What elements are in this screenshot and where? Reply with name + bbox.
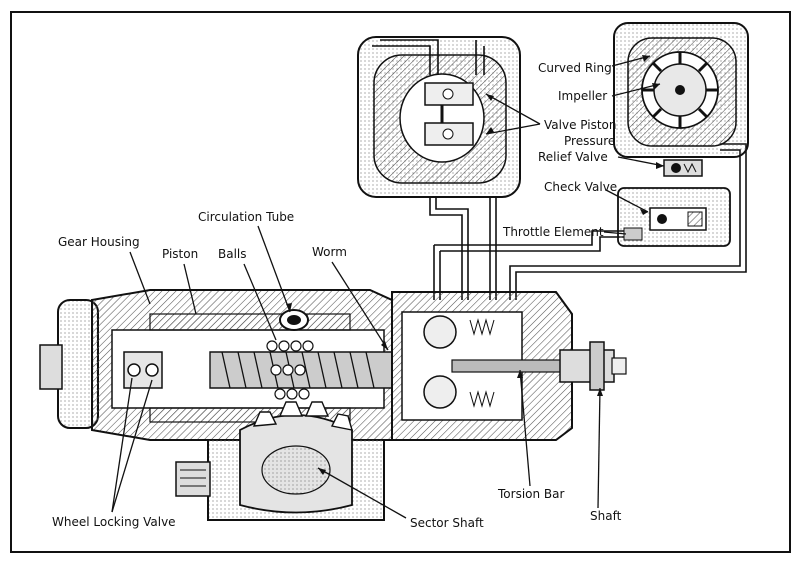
relief-valve bbox=[663, 159, 703, 177]
label-worm: Worm bbox=[312, 245, 347, 259]
throttle-element bbox=[623, 227, 643, 241]
label-check-valve: Check Valve bbox=[544, 180, 617, 194]
label-wheel-locking-valve: Wheel Locking Valve bbox=[52, 515, 176, 529]
check-valve-block bbox=[617, 187, 731, 247]
torsion-bar bbox=[451, 359, 573, 373]
leader-lines bbox=[111, 55, 665, 519]
input-shaft bbox=[559, 349, 615, 383]
label-impeller: Impeller bbox=[558, 89, 607, 103]
label-pressure: Pressure bbox=[564, 134, 615, 148]
label-balls: Balls bbox=[218, 247, 247, 261]
label-valve-piston: Valve Piston bbox=[544, 118, 616, 132]
label-throttle-element: Throttle Element bbox=[502, 225, 604, 239]
gear-housing bbox=[39, 289, 627, 521]
label-curved-ring: Curved Ring bbox=[538, 61, 612, 75]
label-sector-shaft: Sector Shaft bbox=[410, 516, 484, 530]
label-torsion-bar: Torsion Bar bbox=[497, 487, 565, 501]
label-shaft: Shaft bbox=[590, 509, 622, 523]
label-gear-housing: Gear Housing bbox=[58, 235, 140, 249]
label-relief-valve: Relief Valve bbox=[538, 150, 608, 164]
pump-assembly bbox=[613, 22, 749, 158]
label-piston: Piston bbox=[162, 247, 198, 261]
frame-border bbox=[10, 11, 791, 553]
balls bbox=[266, 340, 314, 400]
check-valve bbox=[657, 214, 667, 224]
piston bbox=[149, 313, 351, 331]
label-circulation-tube: Circulation Tube bbox=[198, 210, 294, 224]
valve-housing bbox=[357, 36, 521, 198]
oil-lines bbox=[372, 39, 747, 300]
labels: Curved Ring Impeller Valve Piston Pressu… bbox=[52, 61, 622, 530]
leader-arrowheads bbox=[286, 55, 664, 475]
